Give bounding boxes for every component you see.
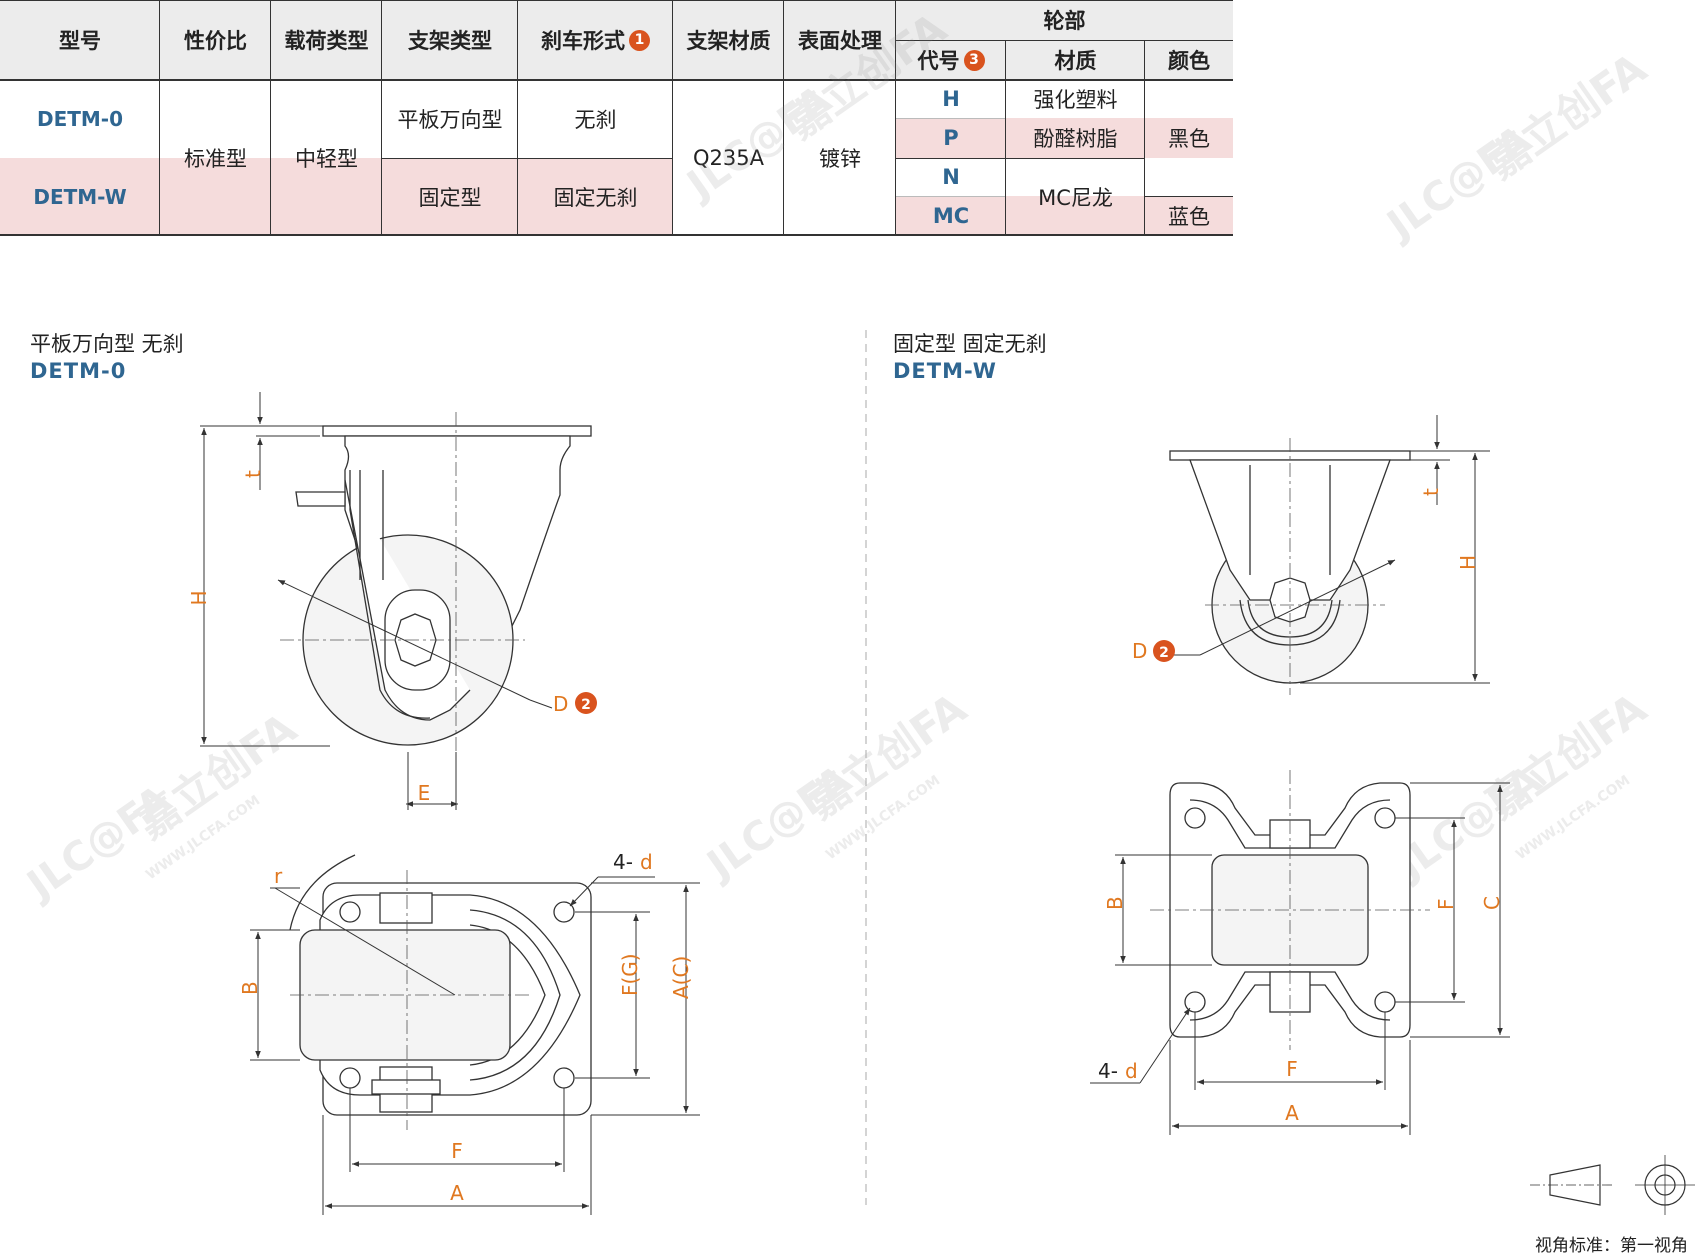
projection-standard-label: 视角标准：第一视角 bbox=[1535, 1236, 1688, 1256]
left-drawing-model: DETM-0 bbox=[30, 359, 127, 383]
wheel-material-0: 强化塑料 bbox=[1033, 88, 1118, 112]
header-surface: 表面处理 bbox=[784, 0, 896, 80]
left-side-labels: H t E D bbox=[187, 470, 568, 805]
header-wheel: 轮部 bbox=[896, 0, 1233, 40]
dim-r: r bbox=[274, 864, 283, 888]
note-badge-2-left bbox=[575, 692, 597, 714]
surface-cell: 镀锌 bbox=[819, 146, 861, 171]
dim-d-left: D bbox=[553, 692, 568, 716]
wheel-color-0: 黑色 bbox=[1145, 80, 1233, 196]
dim-hole-left: 4- bbox=[613, 850, 633, 874]
dim-a-left: A bbox=[450, 1181, 464, 1205]
dim-hole-right: 4- bbox=[1098, 1059, 1118, 1083]
right-top-labels: B F C F A 4- d bbox=[1098, 896, 1504, 1125]
dim-b-right: B bbox=[1103, 896, 1127, 910]
right-drawing-model: DETM-W bbox=[893, 359, 997, 383]
dim-h-right: H bbox=[1456, 555, 1480, 570]
left-side-centerlines bbox=[280, 412, 525, 752]
dim-e: E bbox=[418, 781, 431, 805]
note-badge-1: 1 bbox=[629, 29, 650, 51]
right-front-labels: t H D bbox=[1132, 488, 1480, 663]
header-load: 载荷类型 bbox=[271, 0, 382, 80]
dim-f-left: F bbox=[451, 1139, 463, 1163]
projection-symbol-icon bbox=[1530, 1155, 1695, 1215]
right-front-dims bbox=[1160, 415, 1490, 684]
watermark-brand-3: 嘉立创FA bbox=[1478, 683, 1656, 828]
watermark-brand-4: 嘉立创FA bbox=[778, 3, 956, 148]
header-wheel-code-label: 代号 bbox=[917, 49, 960, 73]
header-wheel-color: 颜色 bbox=[1145, 40, 1233, 80]
header-model: 型号 bbox=[0, 0, 160, 80]
wheel-code-h: H bbox=[942, 87, 960, 111]
wheel-code-p: P bbox=[896, 118, 1006, 158]
left-top-view bbox=[289, 854, 592, 1116]
wheel-color-1: 蓝色 bbox=[1145, 196, 1233, 235]
dim-h-left: H bbox=[187, 590, 211, 605]
value-cell: 标准型 bbox=[160, 80, 271, 235]
left-top-centerlines bbox=[290, 870, 530, 1130]
bracket-cell-1: 固定型 bbox=[382, 158, 518, 235]
bracket-cell-0: 平板万向型 bbox=[397, 108, 503, 132]
dim-f-right: F bbox=[1286, 1057, 1298, 1081]
note-badge-2-right bbox=[1153, 640, 1175, 662]
brake-cell-0: 无刹 bbox=[574, 108, 617, 132]
header-brake-label: 刹车形式 bbox=[541, 29, 625, 53]
header-wheel-material: 材质 bbox=[1006, 40, 1145, 80]
dim-hole-d-right: d bbox=[1125, 1059, 1138, 1083]
wheel-material-1: 酚醛树脂 bbox=[1006, 118, 1145, 158]
dim-ac: A(C) bbox=[669, 956, 693, 999]
wheel-material-2: MC尼龙 bbox=[1006, 158, 1145, 235]
note-badge-3: 3 bbox=[963, 49, 985, 71]
header-material: 支架材质 bbox=[673, 0, 784, 80]
dim-t-right: t bbox=[1419, 488, 1443, 496]
left-side-view bbox=[295, 425, 592, 746]
model-cell-0: DETM-0 bbox=[36, 107, 124, 131]
model-cell-1: DETM-W bbox=[0, 158, 160, 235]
brake-cell-1: 固定无刹 bbox=[518, 158, 673, 235]
wheel-code-mc: MC bbox=[896, 196, 1006, 235]
right-top-view bbox=[1169, 782, 1411, 1038]
right-top-dims bbox=[1090, 782, 1510, 1135]
note-badge-2-left-text: 2 bbox=[581, 697, 591, 713]
left-side-dims bbox=[200, 392, 553, 810]
note-badge-2-right-text: 2 bbox=[1159, 645, 1169, 661]
header-value: 性价比 bbox=[160, 0, 271, 80]
material-cell: Q235A bbox=[693, 145, 764, 170]
dim-fg: F(G) bbox=[618, 953, 642, 996]
right-drawing-title: 固定型 固定无刹 bbox=[893, 332, 1047, 356]
dim-c: C bbox=[1480, 896, 1504, 910]
left-top-labels: B F(G) A(C) F A r 4- d bbox=[238, 850, 693, 1205]
right-front-centerlines bbox=[1205, 438, 1385, 695]
load-cell: 中轻型 bbox=[271, 80, 382, 235]
dim-d-right: D bbox=[1132, 639, 1147, 663]
dim-hole-d-left: d bbox=[640, 850, 653, 874]
dim-f-right-side: F bbox=[1434, 898, 1458, 910]
left-top-dims bbox=[250, 876, 700, 1215]
dim-t-left: t bbox=[241, 470, 265, 478]
dim-a-right: A bbox=[1285, 1101, 1299, 1125]
header-bracket: 支架类型 bbox=[382, 0, 518, 80]
dim-b-left: B bbox=[238, 981, 262, 995]
right-top-centerlines bbox=[1150, 770, 1430, 1050]
watermark-brand-5: 嘉立创FA bbox=[1478, 43, 1656, 188]
wheel-code-n: N bbox=[942, 165, 960, 189]
left-drawing-title: 平板万向型 无刹 bbox=[30, 332, 184, 356]
